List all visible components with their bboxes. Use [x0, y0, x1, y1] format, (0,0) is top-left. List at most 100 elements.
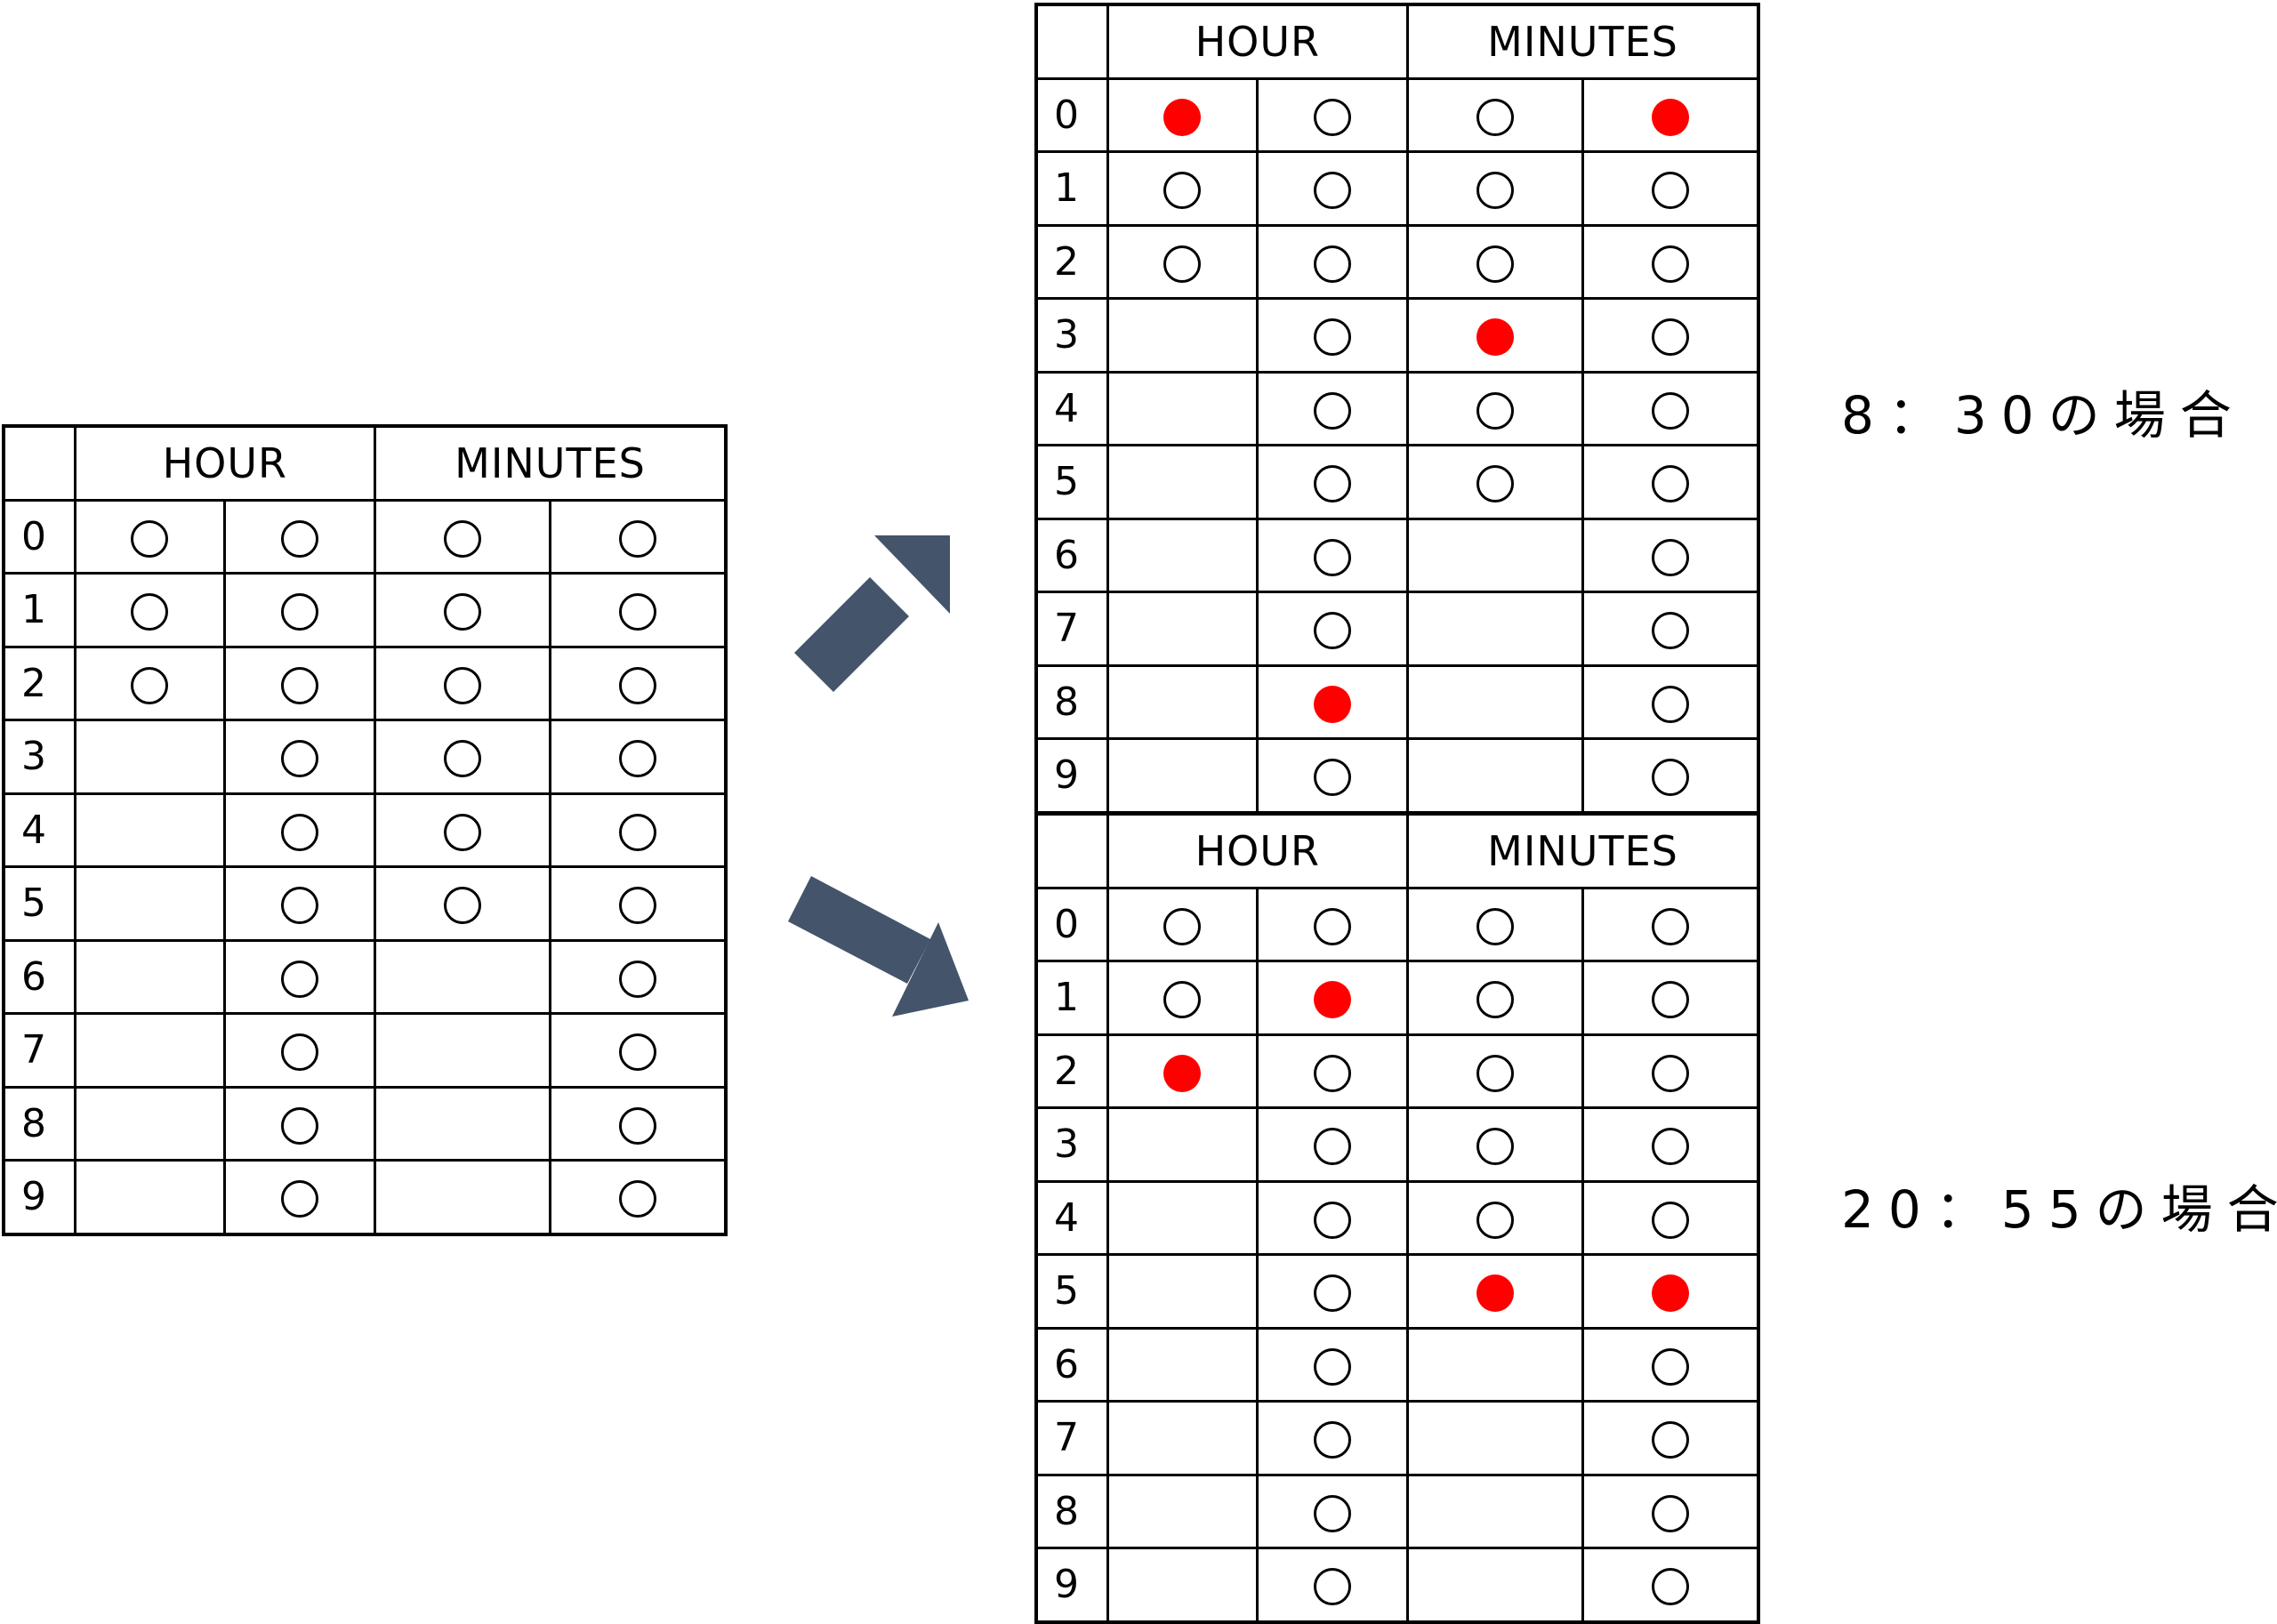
- row-label: 6: [1034, 1326, 1109, 1403]
- empty-circle-icon: [1652, 759, 1690, 797]
- empty-circle-icon: [1652, 1201, 1690, 1239]
- arrow-up-right: [794, 535, 950, 692]
- hour-header: HOUR: [1106, 812, 1410, 889]
- lit-dot-icon: [1476, 1274, 1515, 1313]
- digit-cell: [1581, 1033, 1760, 1109]
- digit-row: 7: [2, 1012, 728, 1089]
- empty-circle-icon: [1652, 318, 1690, 357]
- empty-circle-icon: [619, 887, 657, 925]
- digit-cell: [549, 792, 728, 868]
- digit-cell: [1405, 76, 1585, 153]
- digit-cell: [1255, 1326, 1410, 1403]
- empty-circle-icon: [619, 666, 657, 704]
- lit-dot-icon: [1652, 1274, 1690, 1313]
- digit-cell: [1405, 663, 1585, 740]
- digit-cell: [1255, 370, 1410, 446]
- caption-8-30: 8：30の場合: [1841, 385, 2246, 446]
- digit-row: 2: [1034, 223, 1760, 300]
- digit-cell: [1106, 1033, 1259, 1109]
- digit-cell: [1255, 223, 1410, 300]
- minutes-header: MINUTES: [1406, 3, 1760, 80]
- minutes-header: MINUTES: [1406, 812, 1760, 889]
- empty-circle-icon: [444, 813, 482, 851]
- lit-dot-icon: [1163, 1054, 1202, 1092]
- row-label: 4: [1034, 370, 1109, 446]
- row-label: 6: [2, 938, 76, 1015]
- row-label: 1: [1034, 960, 1109, 1036]
- empty-circle-icon: [1313, 1494, 1351, 1532]
- digit-cell: [73, 572, 226, 648]
- digit-cell: [1106, 370, 1259, 446]
- digit-cell: [1255, 886, 1410, 962]
- digit-cell: [1106, 886, 1259, 962]
- empty-circle-icon: [444, 666, 482, 704]
- empty-circle-icon: [619, 960, 657, 998]
- row-label: 7: [1034, 591, 1109, 667]
- digit-row: 1: [2, 572, 728, 648]
- row-label: 0: [2, 498, 76, 575]
- empty-circle-icon: [280, 593, 318, 631]
- empty-circle-icon: [1313, 465, 1351, 503]
- digit-cell: [1255, 1400, 1410, 1476]
- digit-cell: [549, 938, 728, 1015]
- digit-cell: [549, 865, 728, 942]
- empty-circle-icon: [619, 593, 657, 631]
- empty-circle-icon: [280, 1033, 318, 1072]
- empty-circle-icon: [1163, 172, 1202, 210]
- digit-row: 3: [2, 719, 728, 795]
- digit-cell: [1405, 370, 1585, 446]
- digit-cell: [1581, 444, 1760, 520]
- digit-cell: [1405, 1033, 1585, 1109]
- digit-cell: [73, 1085, 226, 1162]
- empty-circle-icon: [1313, 1054, 1351, 1092]
- digit-cell: [1255, 960, 1410, 1036]
- lit-dot-icon: [1313, 981, 1351, 1019]
- digit-cell: [373, 865, 552, 942]
- digit-cell: [1581, 1473, 1760, 1549]
- digit-cell: [1106, 297, 1259, 374]
- digit-cell: [73, 938, 226, 1015]
- digit-cell: [1405, 1400, 1585, 1476]
- digit-cell: [73, 645, 226, 721]
- arrow-up-right-shaft: [794, 577, 909, 692]
- empty-circle-icon: [1313, 245, 1351, 283]
- row-label: 8: [2, 1085, 76, 1162]
- digit-cell: [1405, 223, 1585, 300]
- empty-circle-icon: [1652, 685, 1690, 723]
- digit-cell: [73, 1012, 226, 1089]
- digit-row: 2: [1034, 1033, 1760, 1109]
- digit-cell: [1405, 886, 1585, 962]
- row-label: 9: [1034, 737, 1109, 814]
- digit-cell: [1255, 297, 1410, 374]
- digit-row: 9: [2, 1159, 728, 1235]
- digit-cell: [1106, 1253, 1259, 1330]
- digit-row: 4: [2, 792, 728, 868]
- empty-circle-icon: [619, 1033, 657, 1072]
- row-label: 0: [1034, 76, 1109, 153]
- empty-circle-icon: [1313, 907, 1351, 945]
- digit-cell: [1255, 1473, 1410, 1549]
- row-label: 2: [2, 645, 76, 721]
- empty-circle-icon: [1476, 1128, 1515, 1166]
- digit-cell: [222, 792, 377, 868]
- empty-circle-icon: [280, 887, 318, 925]
- digit-cell: [549, 498, 728, 575]
- digit-cell: [1106, 737, 1259, 814]
- row-label: 9: [2, 1159, 76, 1235]
- empty-circle-icon: [1652, 391, 1690, 430]
- empty-circle-icon: [619, 519, 657, 558]
- lit-dot-icon: [1313, 685, 1351, 723]
- digit-cell: [222, 1085, 377, 1162]
- empty-circle-icon: [1476, 98, 1515, 136]
- empty-circle-icon: [1652, 172, 1690, 210]
- empty-circle-icon: [1313, 1201, 1351, 1239]
- digit-cell: [1106, 1400, 1259, 1476]
- row-label: 5: [2, 865, 76, 942]
- empty-circle-icon: [1163, 907, 1202, 945]
- digit-cell: [1581, 297, 1760, 374]
- digit-cell: [222, 1159, 377, 1235]
- empty-circle-icon: [1652, 612, 1690, 650]
- empty-circle-icon: [280, 960, 318, 998]
